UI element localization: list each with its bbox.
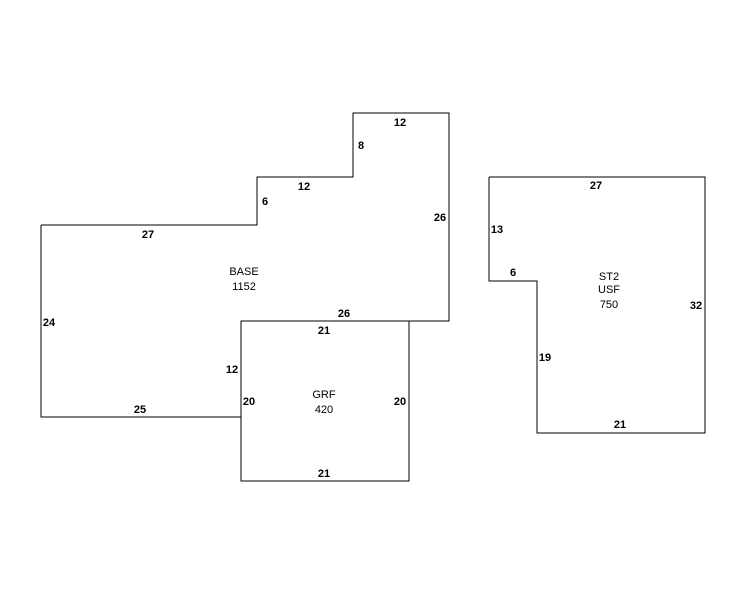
grf-dim-left: 20 xyxy=(243,396,255,408)
base-dim-left: 24 xyxy=(43,317,56,329)
st2-area: 750 xyxy=(600,299,618,311)
base-dim-top-left: 27 xyxy=(142,229,154,241)
st2-dim-left-upper: 13 xyxy=(491,224,503,236)
base-dim-step-upper: 8 xyxy=(358,140,364,152)
base-dim-bottom-left: 25 xyxy=(134,404,146,416)
base-dim-notch: 12 xyxy=(226,364,238,376)
base-dim-right: 26 xyxy=(434,212,446,224)
st2-sublabel: USF xyxy=(598,284,620,296)
base-area: 1152 xyxy=(232,281,256,293)
grf-dim-top: 21 xyxy=(318,325,330,337)
st2-outline xyxy=(488,176,706,434)
base-dim-top-mid: 12 xyxy=(298,181,310,193)
st2-dim-bottom: 21 xyxy=(614,419,626,431)
st2-dim-left-lower: 19 xyxy=(539,352,551,364)
grf-label: GRF xyxy=(312,389,336,401)
grf-outline xyxy=(240,320,410,482)
base-outline xyxy=(40,112,450,418)
base-dim-top-upper: 12 xyxy=(394,117,406,129)
base-label: BASE xyxy=(229,266,258,278)
st2-dim-step: 6 xyxy=(510,267,516,279)
st2-dim-right: 32 xyxy=(690,300,702,312)
st2-label: ST2 xyxy=(599,271,619,283)
base-dim-step-mid: 6 xyxy=(262,196,268,208)
grf-dim-right: 20 xyxy=(394,396,406,408)
base-dim-bottom-right: 26 xyxy=(338,308,350,320)
grf-area: 420 xyxy=(315,404,333,416)
grf-dim-bottom: 21 xyxy=(318,468,330,480)
st2-dim-top: 27 xyxy=(590,180,602,192)
